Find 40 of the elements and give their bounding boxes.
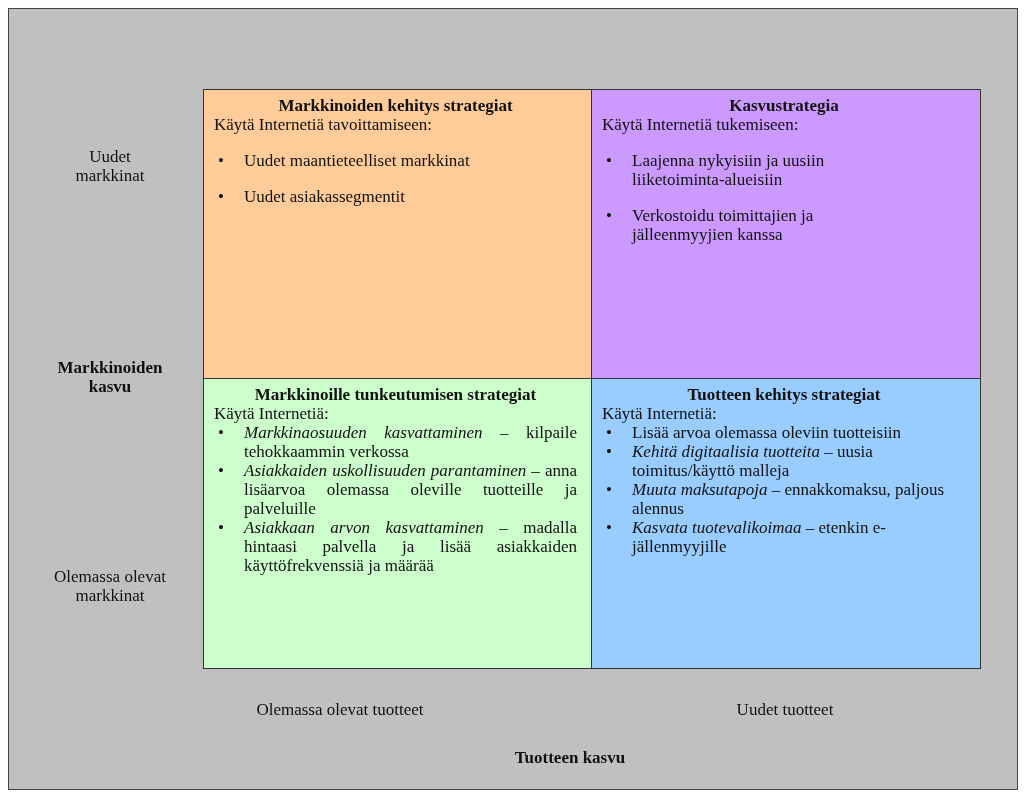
bullet-marker: • — [218, 187, 224, 206]
bullet-marker: • — [218, 461, 224, 480]
intro-text: Käytä Internetiä: — [602, 404, 718, 423]
quadrant-heading: Tuotteen kehitys strategiat — [686, 385, 882, 404]
bullet-text: Lisää arvoa olemassa oleviin tuotteisiin — [632, 423, 902, 442]
intro-text: Käytä Internetiä tavoittamiseen: — [214, 115, 434, 134]
axis-label: Olemassa olevat markkinat — [53, 567, 167, 605]
quadrant-panel — [203, 89, 592, 379]
bullet-text: Markkinaosuuden kasvattaminen – kilpaile tehokkaammin verkossa — [244, 423, 577, 461]
bullet-text: Uudet maantieteelliset markkinat — [244, 151, 470, 170]
axis-label: Olemassa olevat tuotteet — [255, 700, 425, 719]
bullet-text: Laajenna nykyisiin ja uusiin liiketoiminta-alueisiin — [632, 151, 825, 189]
axis-label: Markkinoiden kasvu — [56, 358, 164, 396]
quadrant-panel — [591, 378, 981, 669]
bullet-marker: • — [218, 518, 224, 537]
axis-label: Uudet markkinat — [74, 147, 146, 185]
quadrant-heading: Markkinoille tunkeutumisen strategiat — [253, 385, 538, 404]
bullet-marker: • — [218, 151, 224, 170]
bullet-text: Kasvata tuotevalikoimaa – etenkin e-jällenmyyjille — [632, 518, 886, 556]
bullet-text: Muuta maksutapoja – ennakkomaksu, paljous alennus — [632, 480, 945, 518]
bullet-text: Asiakkaiden uskollisuuden parantaminen – anna lisäarvoa olemassa oleville tuotteille ja palveluille — [244, 461, 577, 518]
bullet-marker: • — [606, 423, 612, 442]
bullet-text: Verkostoidu toimittajien ja jälleenmyyjien kanssa — [632, 206, 814, 244]
bullet-marker: • — [606, 151, 612, 170]
bullet-marker: • — [606, 480, 612, 499]
quadrant-panel — [591, 89, 981, 379]
bullet-marker: • — [606, 518, 612, 537]
axis-label: Uudet tuotteet — [735, 700, 835, 719]
quadrant-heading: Markkinoiden kehitys strategiat — [277, 96, 514, 115]
quadrant-heading: Kasvustrategia — [728, 96, 840, 115]
bullet-text: Kehitä digitaalisia tuotteita – uusia toimitus/käyttö malleja — [632, 442, 873, 480]
bullet-marker: • — [218, 423, 224, 442]
quadrant-panel — [203, 378, 592, 669]
bullet-text: Asiakkaan arvon kasvattaminen – madalla hintaasi palvella ja lisää asiakkaiden käyttöfrekvenssiä ja määrää — [244, 518, 577, 575]
bullet-marker: • — [606, 442, 612, 461]
bullet-text: Uudet asiakassegmentit — [244, 187, 405, 206]
axis-label: Tuotteen kasvu — [513, 748, 627, 767]
bullet-marker: • — [606, 206, 612, 225]
intro-text: Käytä Internetiä: — [214, 404, 330, 423]
intro-text: Käytä Internetiä tukemiseen: — [602, 115, 800, 134]
